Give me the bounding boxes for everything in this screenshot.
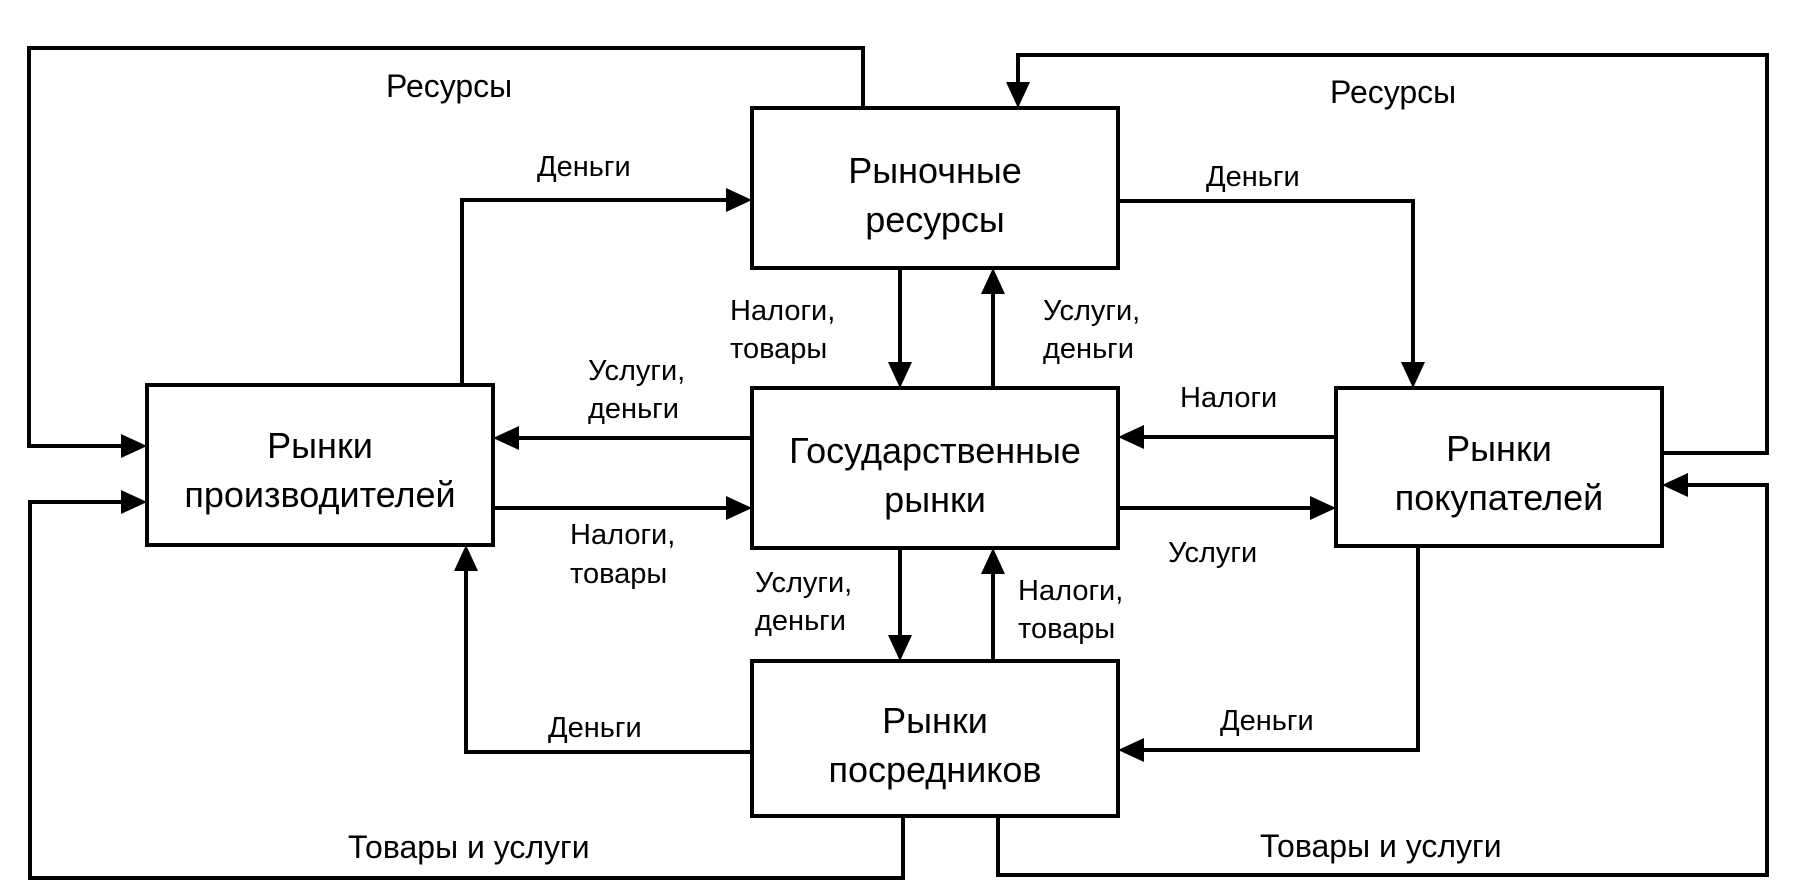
- arrow-up-icon: [981, 268, 1005, 294]
- arrow-down-icon: [1006, 82, 1030, 108]
- label-top-left-resources: Ресурсы: [386, 68, 512, 104]
- label-state-to-producers-line1: Услуги,: [588, 355, 685, 387]
- label-buyers-to-intermediaries-money: Деньги: [1220, 705, 1314, 737]
- arrow-left-icon: [493, 426, 519, 450]
- box-intermediary-markets-line1: Рынки: [882, 700, 988, 741]
- label-top-right-resources: Ресурсы: [1330, 74, 1456, 110]
- label-producers-to-resources-money: Деньги: [537, 151, 631, 183]
- label-state-to-producers-line2: деньги: [588, 393, 679, 425]
- box-buyer-markets: Рынки покупателей: [1334, 386, 1664, 548]
- flow-line-buyers-to-intermediaries: [1132, 544, 1420, 752]
- flow-line-resources-to-buyers: [1116, 199, 1415, 374]
- box-producer-markets-line2: производителей: [184, 474, 455, 515]
- arrow-up-icon: [981, 548, 1005, 574]
- flow-line-intermediaries-to-producers: [464, 559, 754, 754]
- label-state-to-resources-line1: Услуги,: [1043, 295, 1140, 327]
- arrow-left-icon: [1662, 473, 1688, 497]
- label-intermediaries-to-producers-money: Деньги: [548, 712, 642, 744]
- box-state-markets: Государственные рынки: [750, 386, 1120, 550]
- label-resources-to-state-line1: Налоги,: [730, 295, 835, 327]
- arrow-down-icon: [888, 362, 912, 388]
- box-state-markets-line2: рынки: [884, 479, 986, 520]
- arrow-right-icon: [1310, 496, 1336, 520]
- label-producers-to-state-line2: товары: [570, 558, 667, 590]
- box-market-resources-line1: Рыночные: [848, 150, 1022, 191]
- label-intermediaries-to-state-line2: товары: [1018, 613, 1115, 645]
- label-buyers-to-state: Налоги: [1180, 382, 1277, 414]
- box-producer-markets: Рынки производителей: [145, 383, 495, 547]
- arrow-left-icon: [1118, 738, 1144, 762]
- box-state-markets-line1: Государственные: [789, 430, 1081, 471]
- arrow-down-icon: [888, 635, 912, 661]
- flow-line-top-right-resources: [1016, 53, 1769, 455]
- box-intermediary-markets-line2: посредников: [828, 749, 1041, 790]
- box-buyer-markets-line2: покупателей: [1395, 477, 1603, 518]
- flow-line-top-left-resources: [27, 46, 865, 448]
- flow-line-bottom-left-goods: [28, 500, 905, 880]
- box-market-resources: Рыночные ресурсы: [750, 106, 1120, 270]
- box-market-resources-line2: ресурсы: [865, 199, 1005, 240]
- arrow-down-icon: [1401, 362, 1425, 388]
- label-state-to-resources-line2: деньги: [1043, 333, 1134, 365]
- label-bottom-left-goods: Товары и услуги: [348, 829, 590, 865]
- box-intermediary-markets: Рынки посредников: [750, 659, 1120, 818]
- arrow-left-icon: [1118, 425, 1144, 449]
- arrow-right-icon: [726, 188, 752, 212]
- arrow-right-icon: [121, 490, 147, 514]
- label-producers-to-state-line1: Налоги,: [570, 519, 675, 551]
- label-intermediaries-to-state-line1: Налоги,: [1018, 575, 1123, 607]
- arrow-up-icon: [454, 545, 478, 571]
- label-state-to-intermediaries-line1: Услуги,: [755, 567, 852, 599]
- flow-line-bottom-right-goods: [996, 483, 1769, 877]
- label-state-to-buyers: Услуги: [1168, 537, 1257, 569]
- label-resources-to-state-line2: товары: [730, 333, 827, 365]
- label-resources-to-buyers-money: Деньги: [1206, 161, 1300, 193]
- box-buyer-markets-line1: Рынки: [1446, 428, 1552, 469]
- label-bottom-right-goods: Товары и услуги: [1260, 828, 1502, 864]
- arrow-right-icon: [726, 496, 752, 520]
- flow-line-producers-to-resources: [460, 198, 737, 387]
- arrow-right-icon: [121, 434, 147, 458]
- box-producer-markets-line1: Рынки: [267, 425, 373, 466]
- label-state-to-intermediaries-line2: деньги: [755, 605, 846, 637]
